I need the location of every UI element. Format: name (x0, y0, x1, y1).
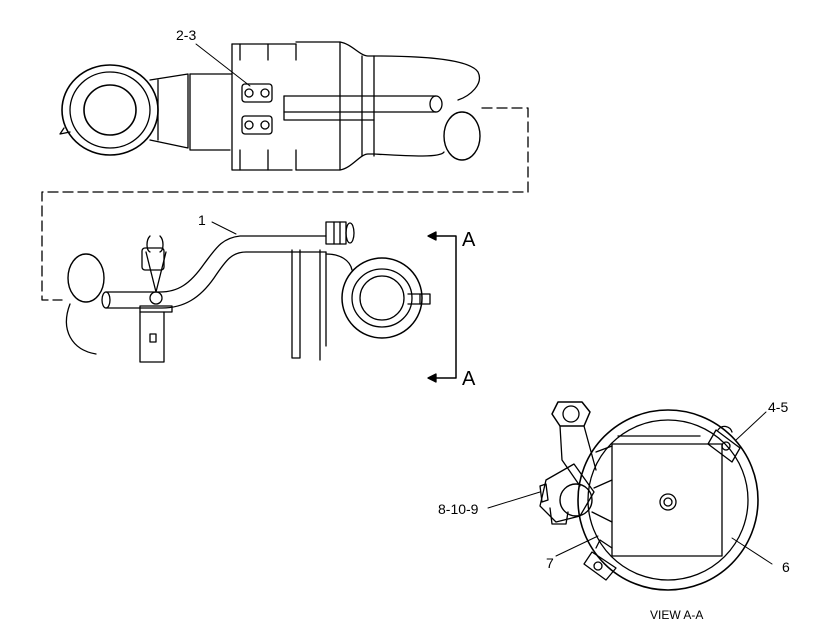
tube-assembly (65, 221, 457, 383)
callout-2-3: 2-3 (176, 27, 197, 43)
leader-7 (555, 535, 599, 557)
callout-7: 7 (546, 555, 554, 571)
leader-1 (211, 221, 237, 235)
cylinder-head-assembly (59, 41, 481, 171)
continuation-dashed-line (41, 107, 529, 301)
callout-4-5: 4-5 (768, 399, 789, 415)
callout-8-10-9: 8-10-9 (438, 501, 479, 517)
leader-8-10-9 (487, 491, 541, 509)
leader-4-5 (735, 411, 767, 441)
leader-2-3 (195, 43, 251, 87)
view-a-a-drawing (539, 401, 759, 591)
callout-6: 6 (782, 559, 790, 575)
callout-1: 1 (198, 212, 206, 228)
section-label-top: A (462, 229, 476, 251)
leader-6 (731, 537, 773, 565)
view-caption: VIEW A-A (650, 608, 704, 622)
section-label-bottom: A (462, 368, 476, 390)
